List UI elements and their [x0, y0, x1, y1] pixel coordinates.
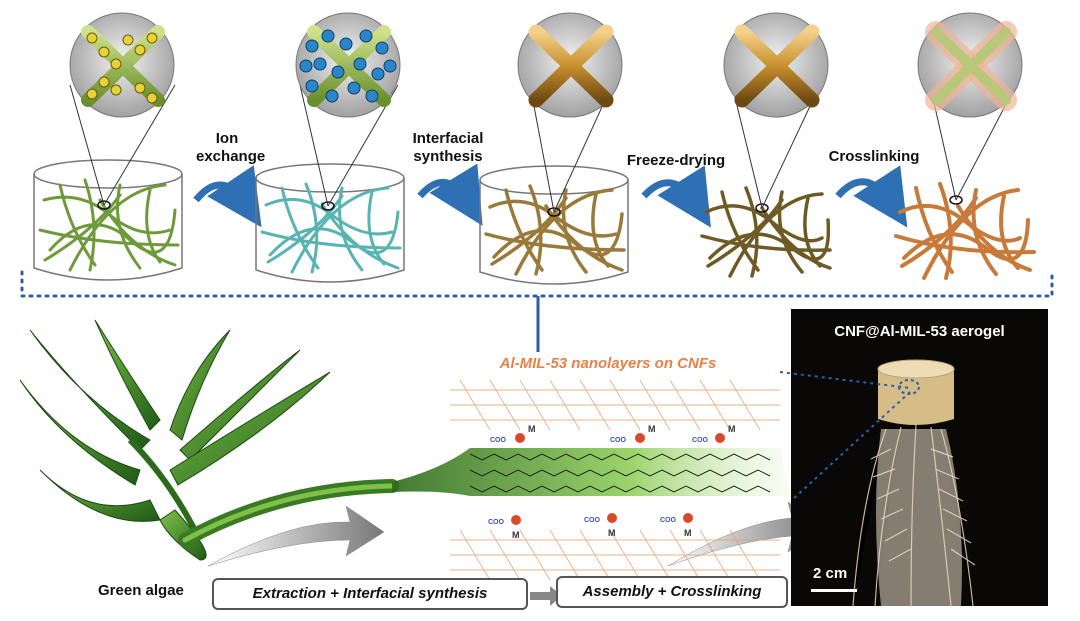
zoom-circle-4 — [723, 12, 829, 209]
green-algae-label: Green algae — [98, 582, 184, 599]
coo-label: COO — [610, 437, 627, 444]
scale-label: 2 cm — [813, 565, 848, 582]
grey-arrow-left — [207, 505, 385, 567]
freeze-drying-arrow — [641, 165, 711, 228]
coo-label: COO — [490, 437, 507, 444]
step-label-interfacial-synthesis: Interfacial synthesis — [412, 130, 484, 165]
zoom-circle-3 — [517, 12, 623, 213]
nanolayer-title: Al-MIL-53 nanolayers on CNFs — [499, 355, 717, 372]
ion-label: M — [512, 530, 520, 540]
zoom-marker-4 — [755, 203, 769, 213]
ion-exchange-arrow — [193, 165, 262, 228]
zoom-circle-2 — [295, 12, 401, 207]
coo-label: COO — [660, 517, 677, 524]
aerogel-photo: CNF@Al-MIL-53 aerogel 2 cm — [791, 309, 1048, 606]
extraction-box: Extraction + Interfacial synthesis — [212, 578, 528, 610]
stage-5-crosslinked-fibers — [894, 182, 1036, 280]
cellulose-chains — [469, 453, 771, 493]
ion-label: M — [684, 528, 692, 538]
stage-1-beaker — [33, 159, 183, 281]
coo-label: COO — [584, 517, 601, 524]
metal-ion-markers: M M M M M M COO COO COO COO COO COO — [488, 424, 736, 540]
zoom-marker-5 — [949, 195, 963, 205]
ion-label: M — [528, 424, 536, 434]
photo-title: CNF@Al-MIL-53 aerogel — [834, 323, 1005, 340]
zoom-circle-5 — [917, 12, 1023, 201]
step-label-ion-exchange: Ion exchange — [196, 130, 266, 165]
zoom-circle-1 — [69, 12, 176, 206]
interfacial-synthesis-arrow — [417, 163, 483, 226]
ion-label: M — [728, 424, 736, 434]
crosslinking-arrow — [835, 165, 908, 228]
cnf-bundle — [392, 448, 790, 496]
stage-4-dried-fibers — [700, 186, 832, 278]
ion-label: M — [648, 424, 656, 434]
green-fiber-network — [38, 178, 180, 272]
coo-label: COO — [488, 519, 505, 526]
scale-bar — [811, 589, 857, 592]
ion-label: M — [608, 528, 616, 538]
box-arrow — [530, 586, 562, 606]
brown-fiber-network — [484, 184, 626, 276]
coo-label: COO — [692, 437, 709, 444]
aerogel-photo-art — [852, 359, 976, 606]
step-label-freeze-drying: Freeze-drying — [626, 152, 726, 169]
step-label-crosslinking: Crosslinking — [828, 148, 920, 165]
green-algae-illustration — [19, 319, 399, 561]
mof-lattice — [450, 379, 780, 581]
stage-3-beaker — [479, 165, 629, 285]
stage-2-beaker — [255, 163, 405, 283]
cyan-fiber-network — [260, 182, 402, 274]
assembly-box: Assembly + Crosslinking — [556, 576, 788, 608]
